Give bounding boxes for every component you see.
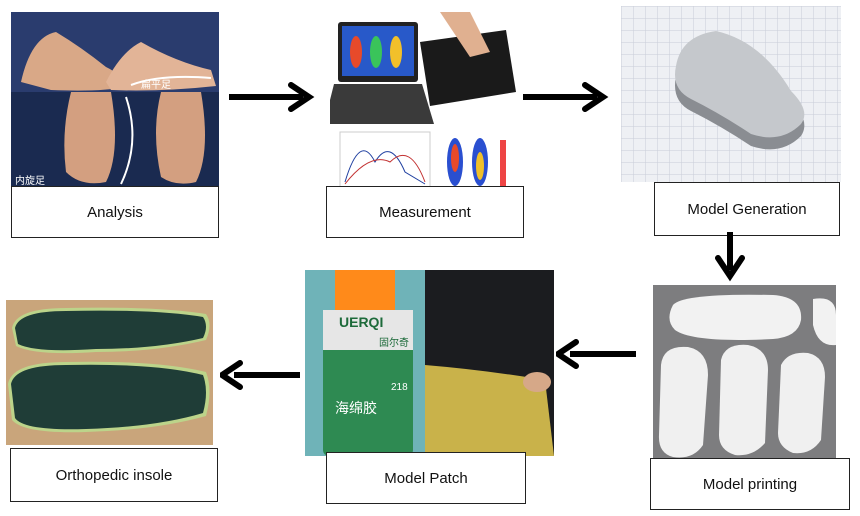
model-printing-label: Model printing: [650, 458, 850, 510]
analysis-label: Analysis: [11, 186, 219, 238]
flat-foot-caption: 扁平足: [141, 80, 171, 91]
orthopedic-insole-photo: [6, 300, 213, 445]
model-printing-photo: [653, 285, 836, 460]
measurement-photo: [330, 12, 516, 192]
arrow-left-icon: [220, 360, 300, 390]
can-model-number: 218: [391, 382, 408, 393]
can-brand-text: UERQI: [339, 314, 384, 330]
arrow-right-icon: [229, 82, 315, 112]
model-generation-label: Model Generation: [654, 182, 840, 236]
analysis-photo: 扁平足 内旋足: [11, 12, 219, 187]
arrow-down-icon: [715, 232, 745, 282]
can-chinese-brand: 固尔奇: [379, 338, 409, 349]
inward-foot-caption: 内旋足: [15, 176, 45, 187]
orthopedic-insole-label: Orthopedic insole: [10, 448, 218, 502]
arrow-left-icon: [556, 339, 636, 369]
model-generation-render: [621, 6, 841, 182]
arrow-right-icon: [523, 82, 609, 112]
can-product-name: 海绵胶: [335, 401, 377, 417]
model-patch-label: Model Patch: [326, 452, 526, 504]
measurement-label: Measurement: [326, 186, 524, 238]
model-patch-photo: UERQI 固尔奇 218 海绵胶: [305, 270, 554, 456]
